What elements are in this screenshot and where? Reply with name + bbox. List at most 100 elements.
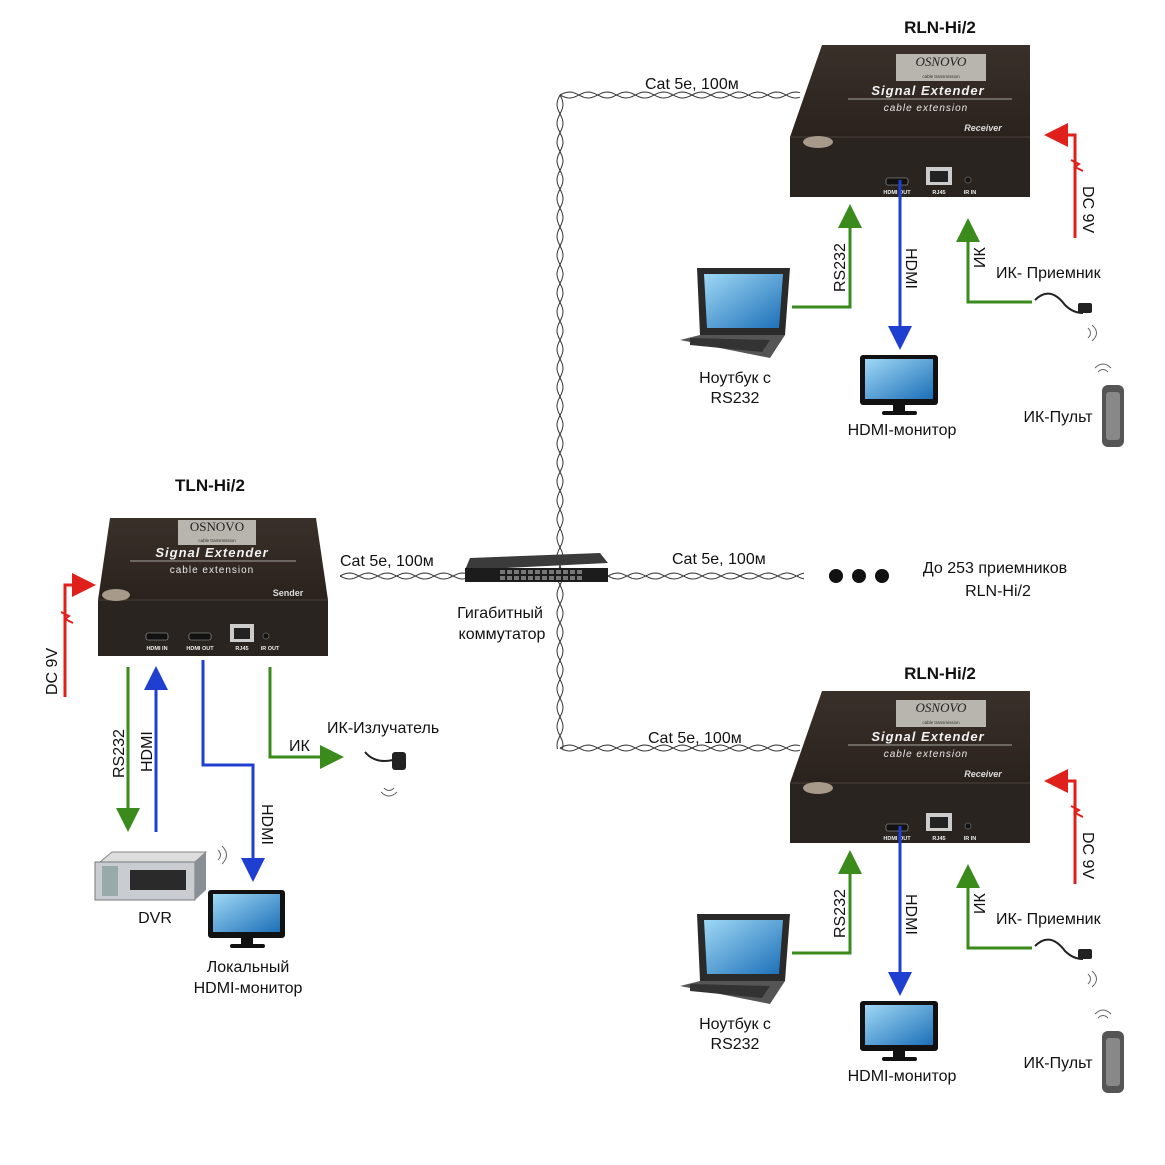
local-monitor-label-line2: HDMI-монитор xyxy=(194,980,303,997)
hdmi-monitor-icon xyxy=(860,355,938,415)
ellipsis-dot xyxy=(875,569,889,583)
more-receivers-line2: RLN-Hi/2 xyxy=(965,583,1031,600)
svg-text:IR IN: IR IN xyxy=(964,836,977,842)
hdmi-monitor-icon xyxy=(860,1001,938,1061)
sender-power-label: DC 9V xyxy=(44,648,61,695)
ir-remote-icon xyxy=(1094,363,1124,447)
switch-port xyxy=(500,570,505,574)
switch-port xyxy=(521,570,526,574)
rs232-label: RS232 xyxy=(832,243,849,292)
svg-text:HDMI OUT: HDMI OUT xyxy=(883,836,911,842)
power-label: DC 9V xyxy=(1079,832,1096,879)
dvr-label: DVR xyxy=(138,910,172,927)
switch-label-line2: коммутатор xyxy=(459,626,546,643)
switch-port xyxy=(507,570,512,574)
switch-port xyxy=(507,576,512,580)
svg-text:IR IN: IR IN xyxy=(964,190,977,196)
switch-port xyxy=(528,576,533,580)
svg-text:RJ45: RJ45 xyxy=(932,190,945,196)
svg-text:Signal Extender: Signal Extender xyxy=(155,545,268,560)
hdmi-in-port xyxy=(145,632,169,641)
rs232-arrow xyxy=(792,850,862,955)
twisted-pair-cable xyxy=(556,94,564,750)
sender-ir-arrow xyxy=(268,667,344,769)
svg-text:RJ45: RJ45 xyxy=(932,836,945,842)
ir-label: ИК xyxy=(972,247,989,269)
laptop-label-line1: Ноутбук с xyxy=(699,370,771,387)
ir-receiver-label: ИК- Приемник xyxy=(996,265,1102,282)
ir-remote-label: ИК-Пульт xyxy=(1023,409,1093,426)
switch-port xyxy=(563,576,568,580)
hdmi-out-port xyxy=(885,823,909,832)
ir-out-port xyxy=(262,632,270,640)
sticker xyxy=(803,782,833,794)
svg-text:OSNOVO: OSNOVO xyxy=(916,700,968,715)
lightning-icon xyxy=(1070,805,1084,818)
dvr-icon xyxy=(94,845,227,901)
sender-hdmi-out-arrow xyxy=(201,660,265,882)
receiver-group-bottom: RLN-Hi/2 OSNOVO cable transmission Signa… xyxy=(680,664,1124,1093)
svg-text:OSNOVO: OSNOVO xyxy=(190,519,244,534)
local-monitor-label-line1: Локальный xyxy=(207,959,290,976)
switch-port xyxy=(549,576,554,580)
switch-label-line1: Гигабитный xyxy=(457,605,543,622)
twisted-pair-cable xyxy=(556,94,564,750)
power-arrow xyxy=(1044,123,1077,238)
ir-remote-icon xyxy=(1094,1009,1124,1093)
svg-text:Signal Extender: Signal Extender xyxy=(871,83,984,98)
cable-label-top: Cat 5e, 100м xyxy=(645,76,739,93)
twisted-pair-cable xyxy=(607,572,805,580)
ir-receiver-icon xyxy=(1034,292,1097,342)
switch-port xyxy=(514,570,519,574)
switch-port xyxy=(577,576,582,580)
sticker xyxy=(803,136,833,148)
rs232-label: RS232 xyxy=(832,889,849,938)
lightning-icon xyxy=(1070,159,1084,172)
sender-title: TLN-Hi/2 xyxy=(175,476,245,495)
hdmi-monitor-label: HDMI-монитор xyxy=(848,422,957,439)
svg-text:Receiver: Receiver xyxy=(964,769,1002,779)
twisted-pair-cable xyxy=(559,744,801,752)
ir-in-port xyxy=(964,822,972,830)
receiver-title: RLN-Hi/2 xyxy=(904,664,976,683)
laptop-label-line1: Ноутбук с xyxy=(699,1016,771,1033)
switch-port xyxy=(549,570,554,574)
sticker xyxy=(102,589,130,601)
switch-port xyxy=(577,570,582,574)
ir-receiver-label: ИК- Приемник xyxy=(996,911,1102,928)
power-arrow xyxy=(1044,769,1077,884)
sender-hdmi-out-label: HDMI xyxy=(258,804,275,845)
svg-text:Signal Extender: Signal Extender xyxy=(871,729,984,744)
switch-port xyxy=(556,570,561,574)
switch-port xyxy=(521,576,526,580)
svg-text:OSNOVO: OSNOVO xyxy=(916,54,968,69)
receiver-device: OSNOVO cable transmission Signal Extende… xyxy=(790,45,1030,197)
svg-text:cable transmission: cable transmission xyxy=(198,538,236,543)
twisted-pair-cable xyxy=(559,91,801,99)
ir-arrow xyxy=(956,218,1032,304)
ir-receiver-icon xyxy=(1034,938,1097,988)
ir-label: ИК xyxy=(972,893,989,915)
twisted-pair-cable xyxy=(607,572,805,580)
switch-port xyxy=(570,576,575,580)
switch-port xyxy=(570,570,575,574)
ellipsis-dot xyxy=(829,569,843,583)
hdmi-monitor-label: HDMI-монитор xyxy=(848,1068,957,1085)
ir-arrow xyxy=(956,864,1032,950)
svg-text:Receiver: Receiver xyxy=(964,123,1002,133)
hdmi-label: HDMI xyxy=(902,248,919,289)
sender-rs232-label: RS232 xyxy=(111,729,128,778)
svg-text:HDMI OUT: HDMI OUT xyxy=(883,190,911,196)
local-monitor-icon xyxy=(208,890,285,948)
hdmi-out-port xyxy=(885,177,909,186)
sender-ir-label: ИК xyxy=(289,738,311,755)
lightning-icon xyxy=(60,611,74,624)
hdmi-out-port xyxy=(188,632,212,641)
receiver-title: RLN-Hi/2 xyxy=(904,18,976,37)
ir-emitter-label: ИК-Излучатель xyxy=(327,720,439,737)
ir-remote-label: ИК-Пульт xyxy=(1023,1055,1093,1072)
hdmi-label: HDMI xyxy=(902,894,919,935)
network-cables xyxy=(339,91,805,752)
rs232-arrow xyxy=(792,204,862,309)
